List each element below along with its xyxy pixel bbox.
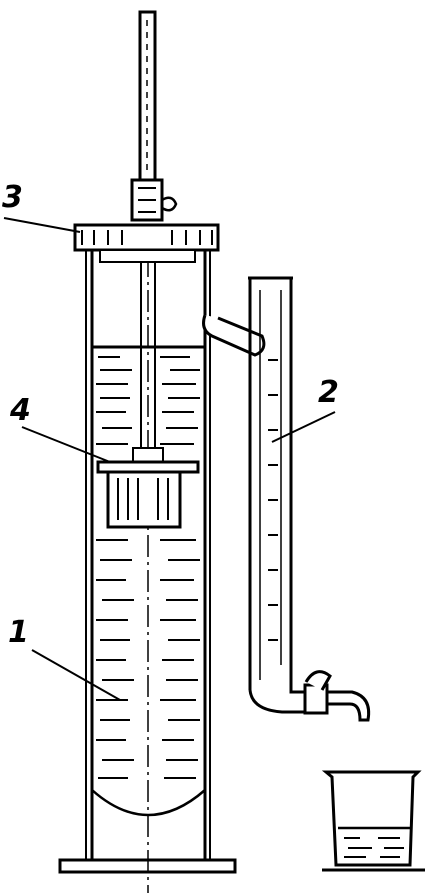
leader-3 [3, 217, 81, 233]
label-burette: 2 [318, 375, 339, 410]
leader-4 [21, 426, 111, 463]
label-sample-holder: 4 [10, 393, 31, 428]
lid [73, 223, 220, 263]
leader-2 [271, 411, 336, 443]
leader-1 [31, 649, 121, 701]
label-cylinder: 1 [8, 615, 29, 650]
sample-holder [96, 447, 200, 529]
label-lid: 3 [2, 180, 23, 215]
cylinder [85, 250, 211, 860]
rod [130, 10, 178, 452]
overflow-tube [202, 314, 266, 357]
beaker [321, 770, 422, 867]
burette [248, 276, 371, 722]
cylinder-liquid [92, 345, 205, 779]
